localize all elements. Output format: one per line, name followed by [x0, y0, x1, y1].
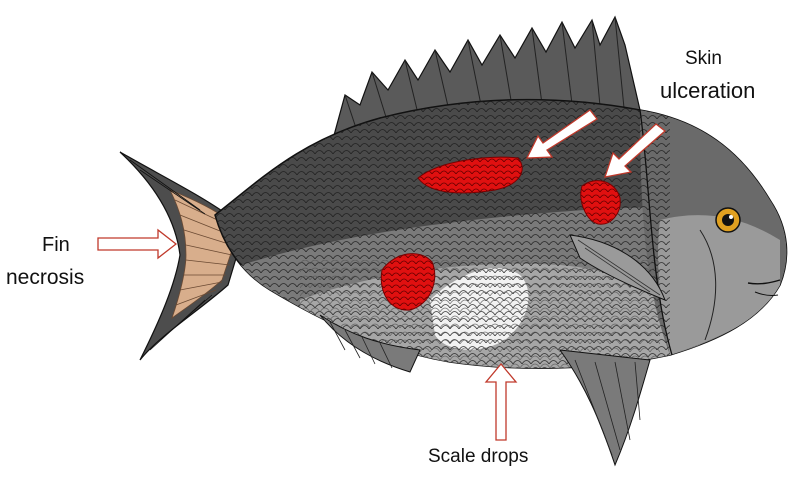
arrow-scale-drops: [486, 364, 516, 440]
label-skin-ulceration-line2: ulceration: [660, 80, 755, 102]
label-fin-necrosis-line2: necrosis: [6, 267, 84, 288]
label-fin-necrosis-line1: Fin: [42, 235, 70, 255]
label-scale-drops: Scale drops: [428, 447, 528, 466]
pelvic-fin: [560, 350, 650, 465]
label-skin-ulceration-line1: Skin: [685, 49, 722, 68]
arrow-fin-necrosis: [98, 230, 176, 258]
